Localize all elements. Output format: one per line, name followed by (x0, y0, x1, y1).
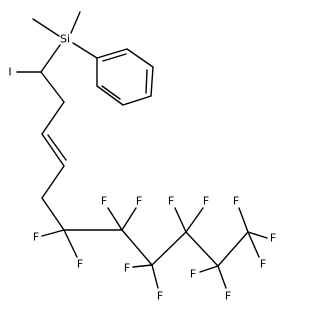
bond-c4-c5 (185, 231, 219, 267)
atom-label-f-7: F (168, 195, 174, 208)
bond-ring-2 (126, 48, 154, 68)
bond-alkene-second (47, 134, 67, 161)
bond-ring-inner-3 (101, 85, 121, 100)
atom-label-f-13: F (260, 258, 266, 271)
atom-label-f-6: F (157, 290, 163, 303)
bond-c6-f-right (247, 231, 268, 239)
bond-c6-f-down (247, 231, 260, 258)
atom-label-f-11: F (233, 195, 239, 208)
atom-label-f-10: F (225, 290, 231, 303)
bond-c5-c6 (217, 231, 249, 267)
bond-c2-f-up-right (121, 207, 137, 231)
bond-si-ch (40, 44, 61, 73)
bond-ring-1 (96, 48, 128, 59)
bond-c3-c4 (151, 231, 187, 266)
atom-label-f-9: F (190, 268, 196, 281)
bond-c4-f-up-left (174, 207, 187, 233)
bonds (16, 11, 268, 289)
bond-c3-f-left (132, 264, 153, 268)
atom-label-f-12: F (270, 232, 276, 245)
bond-c-ch2 (40, 71, 65, 103)
atom-label-iodine: I (8, 66, 11, 79)
bond-c6-f-up (238, 207, 249, 233)
bond-si-methyl-right (70, 11, 81, 34)
atom-label-f-2: F (77, 258, 83, 271)
bond-ring-inner-1 (102, 53, 127, 62)
bond-si-phenyl (72, 42, 98, 59)
bond-c4-f-up-right (185, 207, 204, 233)
atom-label-f-4: F (136, 195, 142, 208)
bond-ch2-cf2 (41, 197, 65, 231)
bond-c2-c3 (121, 229, 153, 266)
bond-c5-f-down (217, 265, 227, 289)
bond-ch2-ch (41, 101, 65, 135)
bond-c1-f-left (41, 229, 65, 237)
atom-label-f-1: F (33, 231, 39, 244)
bond-c5-f-left (199, 265, 219, 273)
atom-labels: Si I F F F F F F F F F F F F F (8, 33, 276, 303)
bond-ring-4 (122, 95, 152, 106)
atom-label-si: Si (60, 33, 70, 46)
bond-c1-f-down (63, 229, 78, 258)
bond-c2-f-up-left (107, 207, 123, 231)
bond-ring-inner-2 (145, 69, 148, 94)
bond-c3-f-down (151, 264, 159, 289)
bond-alkene (41, 133, 65, 167)
atom-label-f-8: F (203, 195, 209, 208)
structure-diagram: Si I F F F F F F F F F F F F F (8, 11, 276, 303)
bond-ring-5 (96, 85, 124, 106)
atom-label-f-5: F (124, 262, 130, 275)
atom-label-f-3: F (101, 195, 107, 208)
bond-si-methyl-left (32, 18, 60, 37)
bond-ch-ch2 (41, 165, 65, 199)
bond-ring-3 (150, 66, 154, 97)
